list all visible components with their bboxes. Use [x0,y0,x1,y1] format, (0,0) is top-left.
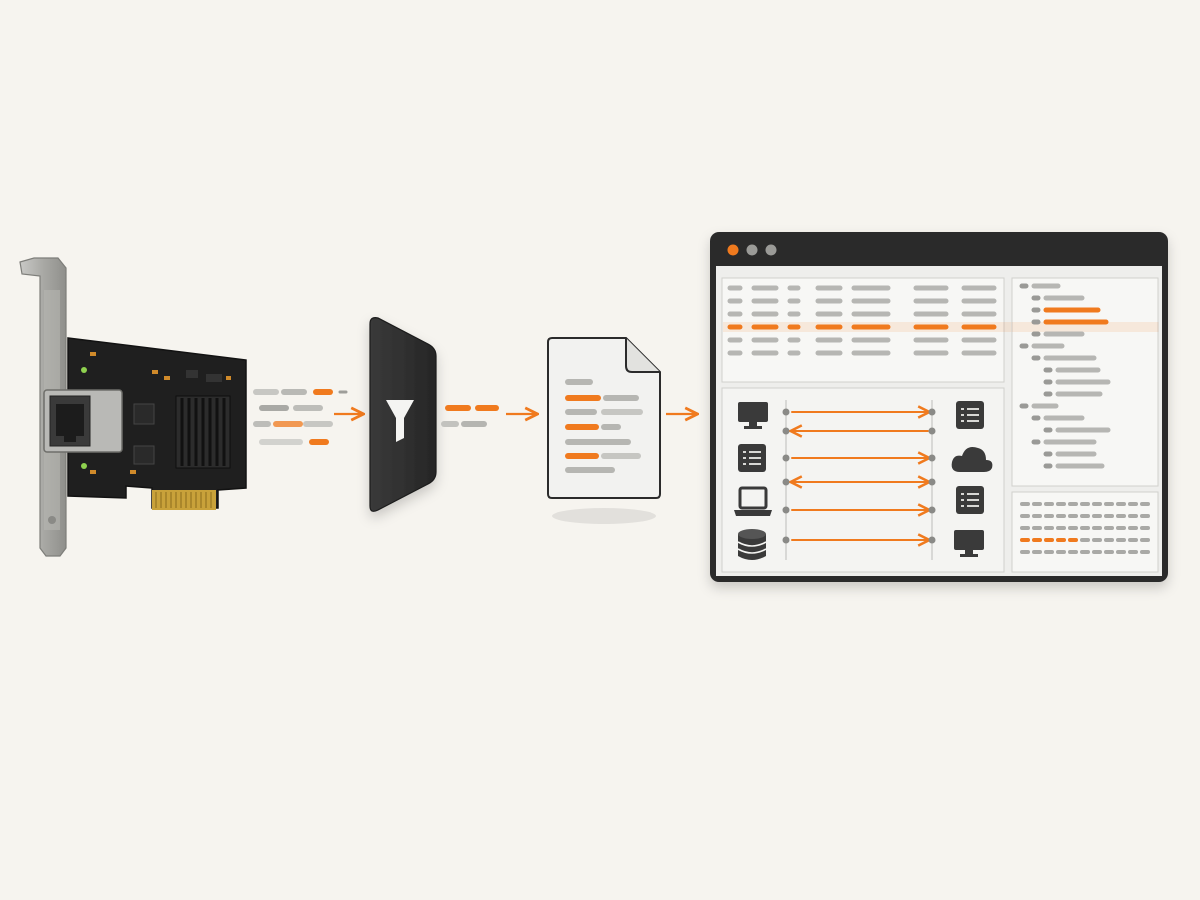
conversations-pane[interactable] [721,387,1005,573]
endpoint-dot [782,536,790,544]
packet-details-pane[interactable] [1011,277,1159,487]
monitor-icon [738,402,768,429]
endpoint-dot [928,506,936,514]
analyzer-window [710,232,1168,582]
ethernet-port-icon [43,389,123,453]
endpoint-dot [782,506,790,514]
packet-stream [253,389,348,445]
monitor-icon [954,530,984,557]
network-card-icon [19,257,247,557]
filtered-packets [441,405,499,427]
window-maximize-button[interactable] [765,244,777,256]
endpoint-dot [782,408,790,416]
endpoint-dot [782,427,790,435]
window-close-button[interactable] [727,244,739,256]
packet-list-pane[interactable] [721,277,1159,383]
cloud-icon [951,447,993,472]
endpoint-dot [928,427,936,435]
filter-funnel-icon [369,317,437,512]
laptop-icon [734,486,772,516]
endpoint-dot [928,408,936,416]
document-icon [547,337,661,524]
endpoint-dot [928,536,936,544]
database-icon [737,529,767,560]
endpoint-dot [928,454,936,462]
pcie-connector [152,490,216,510]
server-icon [956,486,984,514]
endpoint-dot [782,478,790,486]
window-minimize-button[interactable] [746,244,758,256]
server-icon [956,401,984,429]
server-icon [738,444,766,472]
endpoint-dot [782,454,790,462]
heatsink [175,395,231,469]
endpoint-dot [928,478,936,486]
packet-bytes-pane[interactable] [1011,491,1159,573]
